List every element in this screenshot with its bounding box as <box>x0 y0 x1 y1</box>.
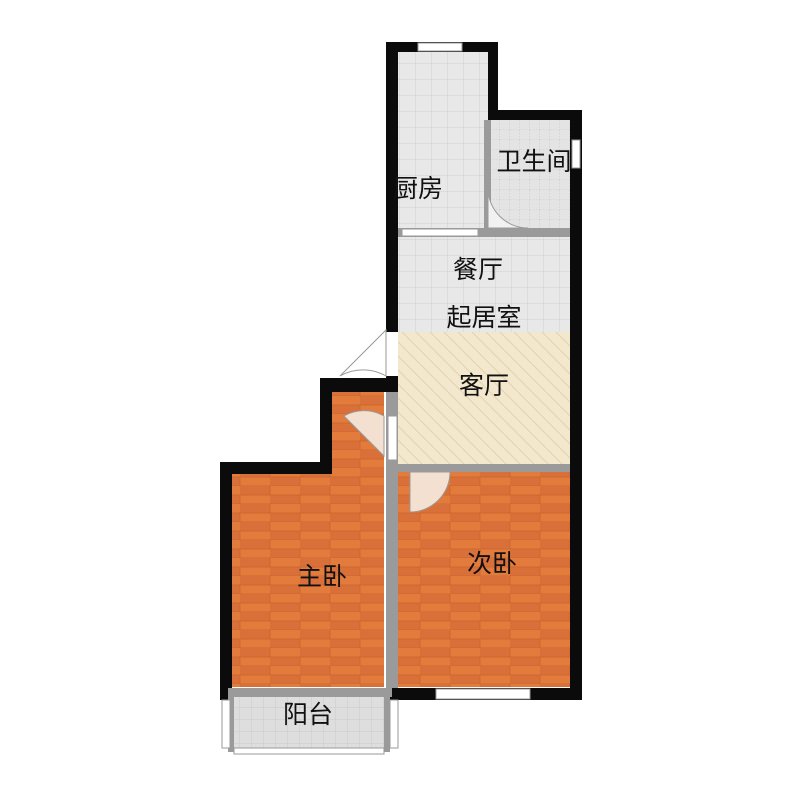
bathroom-door <box>487 187 529 229</box>
balcony-label: 阳台 <box>283 700 333 729</box>
kitchen-door <box>401 228 479 237</box>
master-bedroom-floor <box>232 472 384 687</box>
master-bedroom-label: 主卧 <box>297 562 347 591</box>
second-bedroom-window <box>435 688 531 700</box>
living-floor <box>398 332 570 464</box>
balcony-side-window <box>389 699 399 749</box>
living-room-label: 起居室 <box>446 303 521 332</box>
exterior-walls <box>220 42 582 700</box>
second-bedroom-label: 次卧 <box>467 549 517 578</box>
doors <box>339 187 529 513</box>
entrance-door <box>339 328 387 377</box>
living-side-opening <box>387 415 398 461</box>
partition-walls <box>228 120 570 752</box>
kitchen-label: 厨房 <box>393 174 443 203</box>
master-bedroom-door <box>343 410 385 458</box>
bathroom-floor <box>488 120 570 228</box>
bathroom-window <box>571 139 581 169</box>
bathroom-label: 卫生间 <box>496 147 571 176</box>
balcony-floor <box>228 697 388 749</box>
balcony-window <box>233 747 385 755</box>
guest-room-label: 客厅 <box>459 371 509 400</box>
dining-label: 餐厅 <box>453 255 503 284</box>
kitchen-floor <box>398 51 488 228</box>
dining-floor <box>398 237 570 332</box>
windows <box>221 42 581 755</box>
second-bedroom-door <box>409 471 451 513</box>
kitchen-window <box>417 42 463 52</box>
master-bedroom-window <box>221 699 231 749</box>
